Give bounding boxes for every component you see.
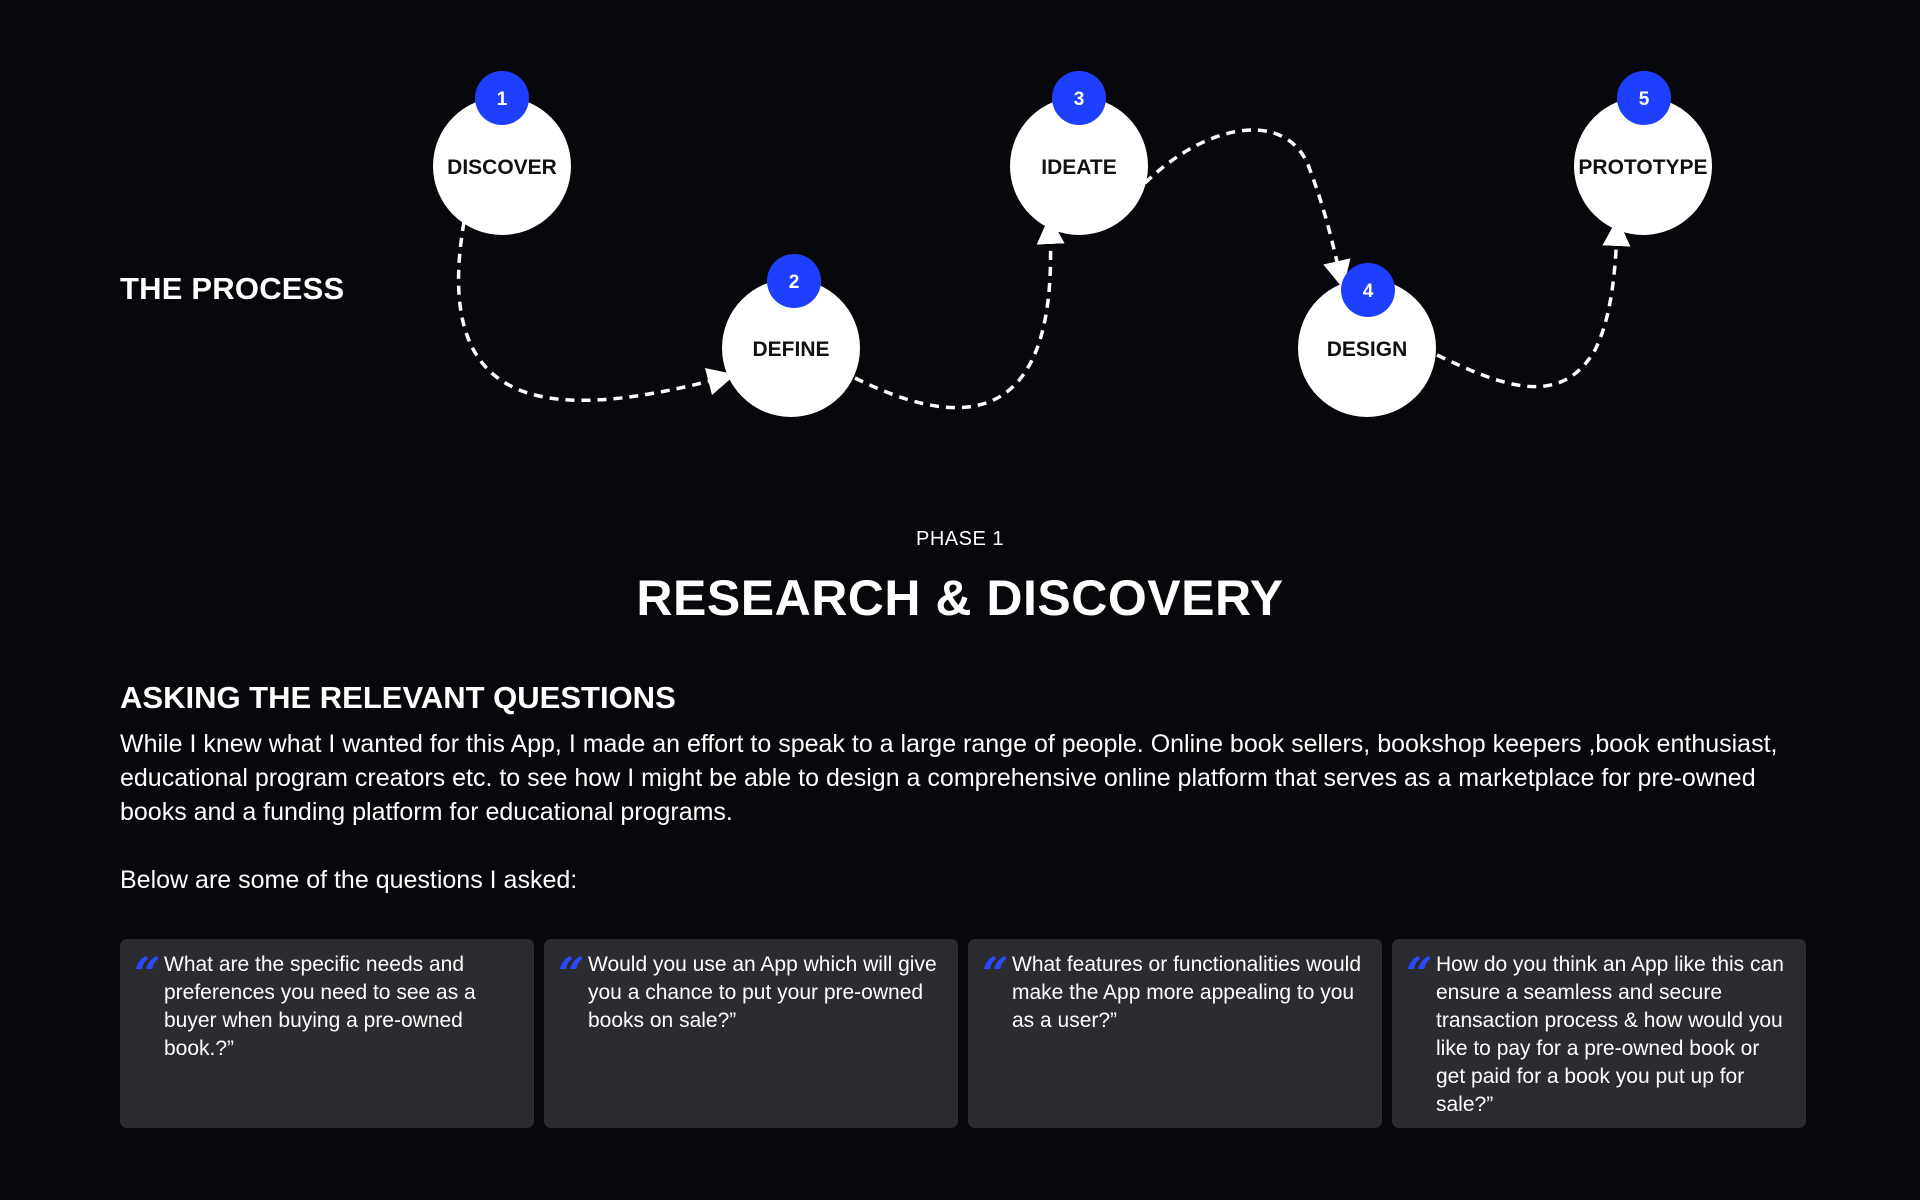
opening-quote-icon: “ xyxy=(982,947,1009,1001)
process-step-design: DESIGN 4 xyxy=(1298,263,1436,417)
step-label: DISCOVER xyxy=(447,156,557,179)
step-label: DEFINE xyxy=(752,338,829,361)
section-heading: ASKING THE RELEVANT QUESTIONS xyxy=(120,680,676,715)
question-cards: “ What are the specific needs and prefer… xyxy=(120,939,1806,1128)
phase-title: RESEARCH & DISCOVERY xyxy=(636,570,1284,626)
process-step-ideate: IDEATE 3 xyxy=(1010,71,1148,235)
connector-arrow-4-5 xyxy=(1436,218,1631,389)
step-number: 1 xyxy=(497,89,508,110)
question-card: “ How do you think an App like this can … xyxy=(1392,939,1806,1128)
step-number-badge xyxy=(1617,71,1671,125)
connector-arrow-3-4 xyxy=(1143,128,1351,289)
process-step-discover: DISCOVER 1 xyxy=(433,71,571,235)
opening-quote-icon: “ xyxy=(558,947,585,1001)
step-number: 2 xyxy=(789,272,800,293)
step-number: 5 xyxy=(1639,89,1650,110)
connector-arrow-1-2 xyxy=(457,221,736,403)
step-label: PROTOTYPE xyxy=(1578,156,1707,179)
step-label: DESIGN xyxy=(1327,338,1408,361)
question-card: “ What features or functionalities would… xyxy=(968,939,1382,1128)
connector-arrow-2-3 xyxy=(854,216,1065,410)
intro-paragraph: While I knew what I wanted for this App,… xyxy=(120,730,1778,826)
question-card: “ What are the specific needs and prefer… xyxy=(120,939,534,1128)
step-label: IDEATE xyxy=(1041,156,1116,179)
step-number-badge xyxy=(1052,71,1106,125)
phase-subtitle: PHASE 1 xyxy=(916,528,1004,550)
step-number-badge xyxy=(475,71,529,125)
step-number-badge xyxy=(1341,263,1395,317)
question-text: Would you use an App which will give you… xyxy=(588,953,937,1032)
question-text: What are the specific needs and preferen… xyxy=(164,953,476,1060)
question-text: What features or functionalities would m… xyxy=(1012,953,1362,1032)
process-label: THE PROCESS xyxy=(120,271,345,306)
step-number: 3 xyxy=(1074,89,1085,110)
opening-quote-icon: “ xyxy=(134,947,161,1001)
process-step-prototype: PROTOTYPE 5 xyxy=(1574,71,1712,235)
process-diagram: DISCOVER 1 DEFINE 2 IDEATE 3 DESIGN 4 PR… xyxy=(433,71,1712,417)
process-step-define: DEFINE 2 xyxy=(722,254,860,417)
opening-quote-icon: “ xyxy=(1406,947,1433,1001)
step-number-badge xyxy=(767,254,821,308)
step-number: 4 xyxy=(1363,281,1374,302)
question-card: “ Would you use an App which will give y… xyxy=(544,939,958,1128)
questions-lead: Below are some of the questions I asked: xyxy=(120,866,578,894)
question-text: How do you think an App like this can en… xyxy=(1436,953,1784,1116)
